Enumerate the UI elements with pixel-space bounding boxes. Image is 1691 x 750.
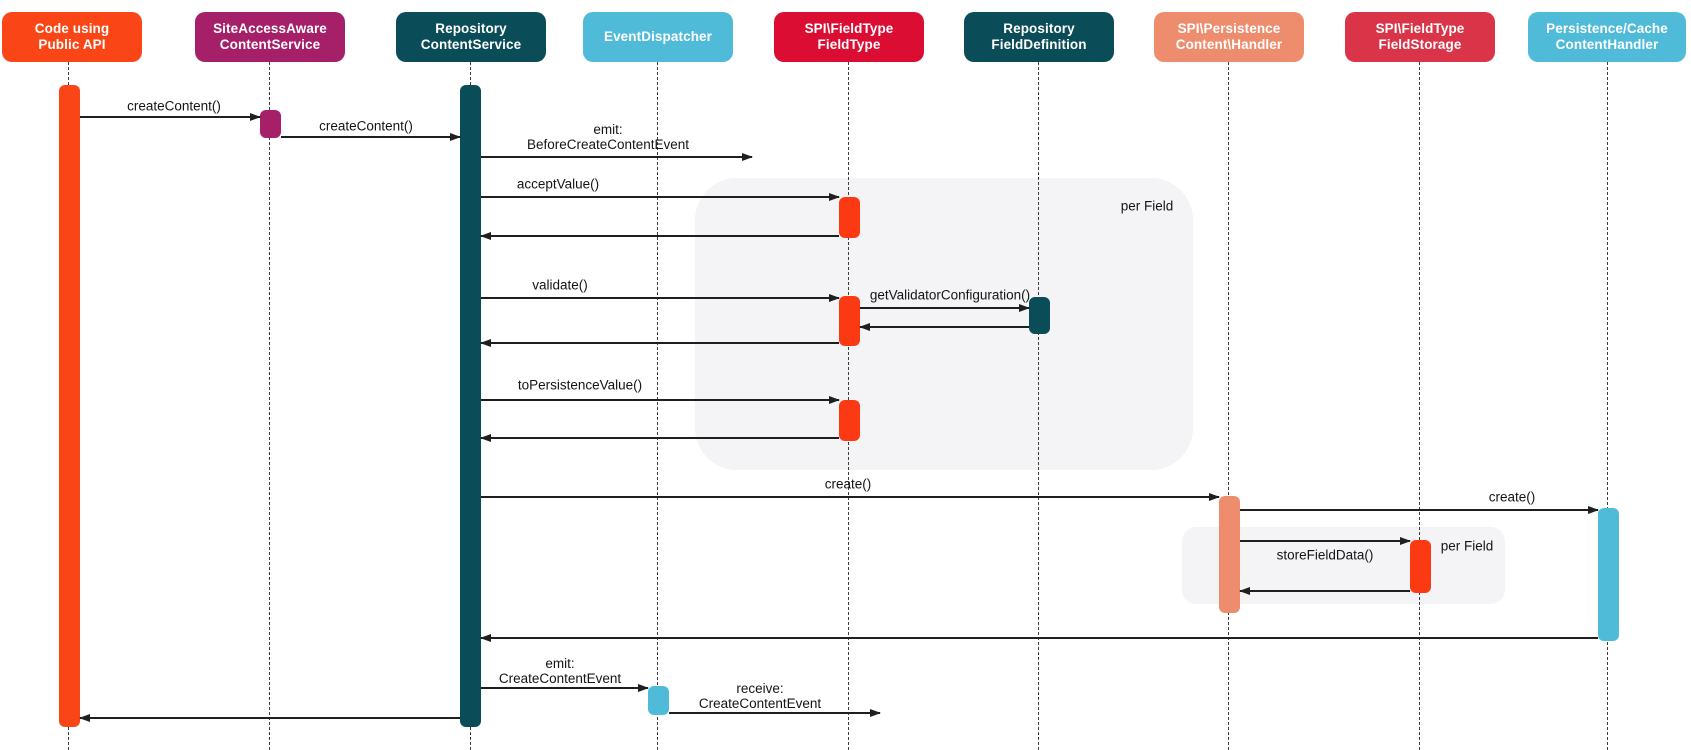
label-topersistencevalue: toPersistenceValue() <box>517 377 643 393</box>
activation-code-using-public-api <box>59 85 80 727</box>
arrow-receive-createcontentevent <box>669 712 880 714</box>
actor-siteaccessaware-contentservice: SiteAccessAware ContentService <box>195 12 345 62</box>
activation-fieldtype-acceptvalue <box>839 197 860 238</box>
actor-spi-fieldtype-fieldstorage: SPI\FieldType FieldStorage <box>1345 12 1495 62</box>
lifeline-eventdispatcher <box>657 62 658 750</box>
lifeline-persistence-cache-contenthandler <box>1607 62 1608 750</box>
activation-repository-contentservice <box>460 85 481 727</box>
lifeline-repository-fielddefinition <box>1038 62 1039 750</box>
activation-fieldtype-validate <box>839 296 860 346</box>
activation-siteaccessaware-contentservice <box>260 110 281 138</box>
arrow-validate-return <box>481 342 839 344</box>
arrow-acceptvalue-return <box>481 235 839 237</box>
label-validate: validate() <box>532 277 588 293</box>
arrow-final-return <box>80 717 460 719</box>
per-field-label-validation: per Field <box>1120 198 1174 214</box>
activation-fieldtype-topersistencevalue <box>839 400 860 441</box>
activation-fielddefinition <box>1029 297 1050 334</box>
arrow-storefielddata <box>1240 540 1410 542</box>
label-createcontent-1: createContent() <box>127 98 221 114</box>
lifeline-spi-fieldtype-fieldstorage <box>1419 62 1420 750</box>
per-field-label-storage: per Field <box>1440 538 1494 554</box>
lifeline-siteaccessaware-contentservice <box>269 62 270 750</box>
arrow-topersistencevalue-return <box>481 437 839 439</box>
label-acceptvalue: acceptValue() <box>516 176 600 192</box>
label-create-2: create() <box>1488 489 1536 505</box>
arrow-emit-createcontentevent <box>481 687 648 689</box>
arrow-topersistencevalue <box>481 399 839 401</box>
arrow-getvalidatorconfiguration <box>860 307 1029 309</box>
actor-code-using-public-api: Code using Public API <box>2 12 142 62</box>
arrow-acceptvalue <box>481 196 839 198</box>
arrow-create-1 <box>481 496 1219 498</box>
arrow-getvalidatorconfiguration-return <box>860 326 1029 328</box>
label-receive-createcontentevent: receive: CreateContentEvent <box>698 681 822 711</box>
label-emit-beforecreatecontentevent: emit: BeforeCreateContentEvent <box>526 122 690 152</box>
actor-repository-contentservice: Repository ContentService <box>396 12 546 62</box>
activation-fieldstorage <box>1410 540 1431 593</box>
label-storefielddata: storeFieldData() <box>1276 547 1374 563</box>
actor-repository-fielddefinition: Repository FieldDefinition <box>964 12 1114 62</box>
lifeline-spi-persistence-content-handler <box>1228 62 1229 750</box>
actor-spi-fieldtype-fieldtype: SPI\FieldType FieldType <box>774 12 924 62</box>
label-emit-createcontentevent: emit: CreateContentEvent <box>498 656 622 686</box>
per-field-frame-validation <box>695 178 1193 470</box>
actor-spi-persistence-content-handler: SPI\Persistence Content\Handler <box>1154 12 1304 62</box>
actor-persistence-cache-contenthandler: Persistence/Cache ContentHandler <box>1528 12 1686 62</box>
activation-content-handler <box>1219 496 1240 613</box>
arrow-create-2 <box>1240 509 1598 511</box>
label-getvalidatorconfiguration: getValidatorConfiguration() <box>869 287 1031 303</box>
arrow-createcontent-1 <box>80 116 260 118</box>
activation-eventdispatcher <box>648 686 669 715</box>
arrow-validate <box>481 297 839 299</box>
activation-persistence-cache-contenthandler <box>1598 508 1619 641</box>
arrow-createcontent-2 <box>281 136 460 138</box>
actor-eventdispatcher: EventDispatcher <box>583 12 733 62</box>
arrow-emit-beforecreatecontentevent <box>481 156 752 158</box>
arrow-create-return <box>481 637 1598 639</box>
arrow-storefielddata-return <box>1240 590 1410 592</box>
label-createcontent-2: createContent() <box>319 118 413 134</box>
label-create-1: create() <box>824 476 872 492</box>
